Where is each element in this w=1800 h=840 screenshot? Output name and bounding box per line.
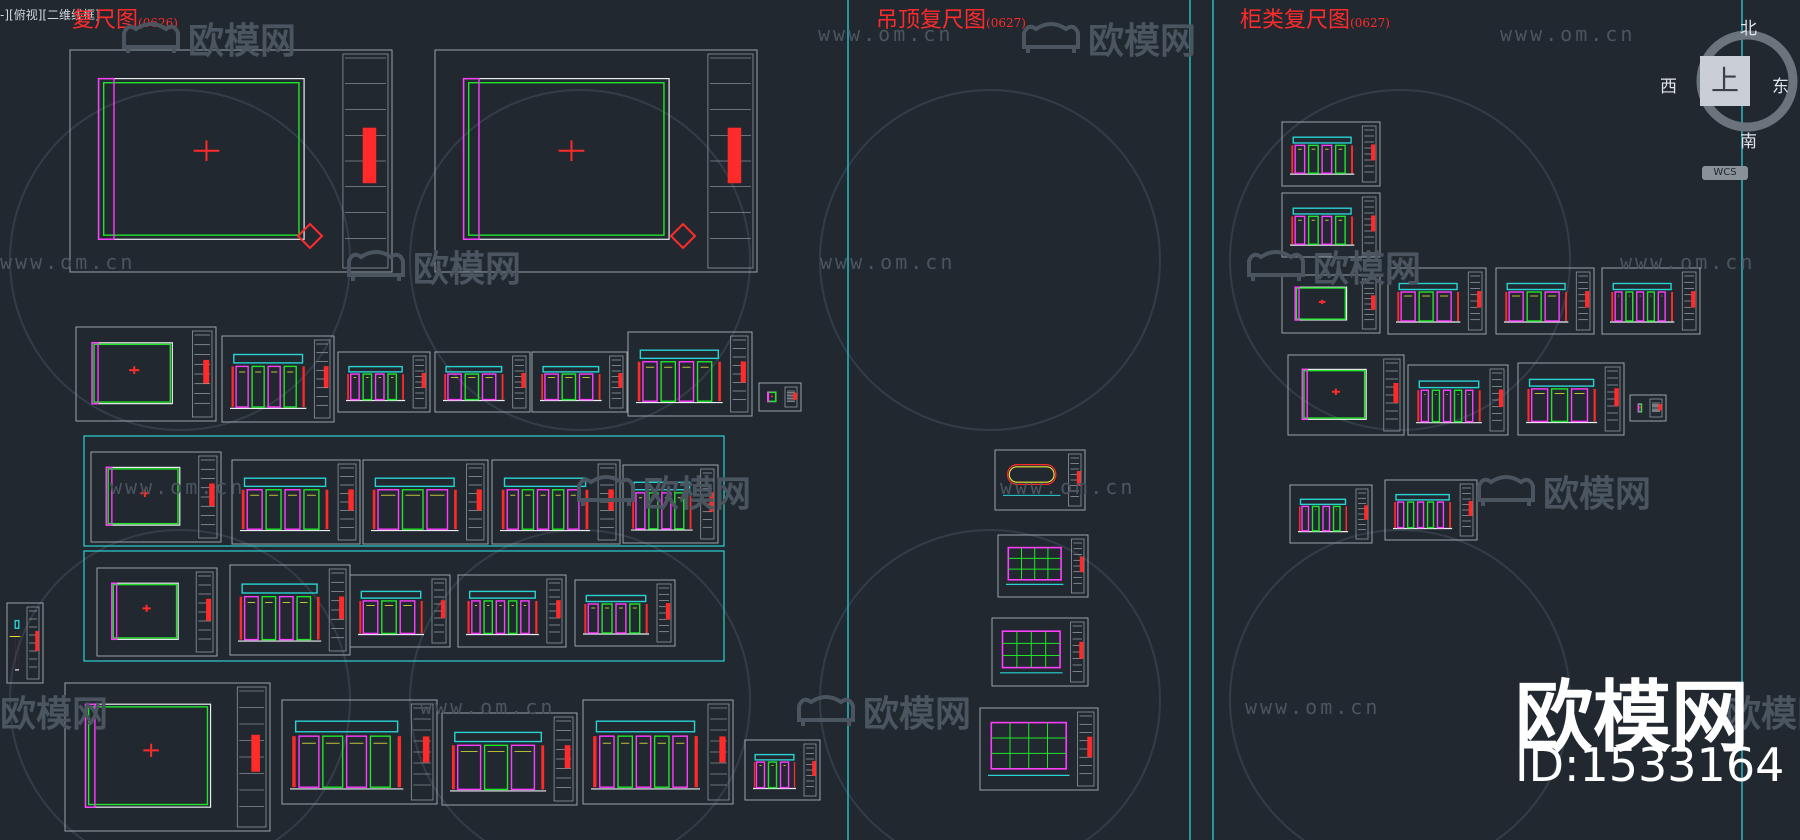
table-symbol [296, 222, 324, 250]
drawing-sheet [281, 699, 438, 805]
watermark-brand-text: 欧模网 [863, 694, 972, 735]
sofa-logo-icon [1247, 250, 1305, 281]
drawing-sheet [1281, 274, 1381, 334]
watermark-brand: 欧模网 [1725, 685, 1800, 737]
watermark-brand: 欧模网 [1245, 240, 1421, 292]
sofa-logo-icon [1477, 475, 1535, 506]
watermark-url: www.om.cn [1620, 250, 1756, 274]
drawing-sheet [1287, 354, 1405, 436]
drawing-sheet [1629, 394, 1667, 422]
sofa-logo-icon [1022, 22, 1080, 53]
watermark-brand-text: 欧模网 [643, 474, 752, 515]
drawing-sheet [75, 326, 217, 422]
drawing-sheet [1517, 362, 1625, 436]
drawing-sheet [758, 382, 802, 412]
sofa-logo-icon [577, 475, 635, 506]
drawing-sheet [441, 712, 578, 806]
compass-south[interactable]: 南 [1740, 132, 1757, 152]
drawing-sheet [457, 574, 567, 648]
drawing-sheet [221, 335, 335, 423]
drawing-sheet [362, 459, 489, 545]
view-cube-top-face[interactable]: 上 [1700, 56, 1750, 106]
watermark-url: www.om.cn [1500, 22, 1636, 46]
sofa-logo-icon [347, 250, 405, 281]
watermark-url: www.om.cn [0, 250, 136, 274]
drawing-sheet [1495, 267, 1595, 335]
brand-logo-text: 欧模网 [1515, 673, 1750, 763]
drawing-sheet [531, 351, 628, 413]
watermark-brand: 欧模网 [345, 240, 521, 292]
drawing-sheet [69, 49, 393, 273]
viewport-controls-label[interactable]: -][俯视][二维线框] [0, 8, 100, 22]
drawing-sheet [582, 699, 734, 805]
group-frame [83, 435, 725, 547]
watermark-brand-text: 欧模网 [1725, 694, 1800, 735]
section-title-ceiling: 吊顶复尺图(0627) [876, 2, 1026, 34]
compass-north[interactable]: 北 [1740, 19, 1757, 39]
drawing-sheet [64, 682, 271, 832]
model-id-text: ID:1533164 [1515, 738, 1785, 792]
drawing-sheet [744, 739, 821, 801]
watermark-brand-text: 欧模网 [188, 21, 297, 62]
section-title-text: 吊顶复尺图 [876, 8, 987, 33]
drawing-sheet [1387, 267, 1487, 335]
watermark-url: www.om.cn [110, 475, 246, 499]
section-title-code: (0627) [986, 16, 1026, 30]
group-frame [83, 550, 725, 662]
watermark-brand-text: 欧模网 [1543, 474, 1652, 515]
watermark-brand: 欧模网 [0, 685, 108, 737]
drawing-sheet [979, 707, 1099, 791]
table-symbol [669, 222, 697, 250]
watermark-arcs [9, 89, 1571, 840]
watermark-brand: 欧模网 [795, 685, 971, 737]
drawing-sheet [1281, 121, 1381, 187]
section-title-code: (0627) [1350, 16, 1390, 30]
drawing-sheet [994, 449, 1086, 511]
watermark-brand: 欧模网 [575, 465, 751, 517]
compass-west[interactable]: 西 [1660, 77, 1677, 97]
section-title-cabinet: 柜类复尺图(0627) [1240, 2, 1390, 34]
drawing-sheet [1407, 364, 1509, 436]
watermark-brand: 欧模网 [1020, 12, 1196, 64]
sofa-logo-icon [122, 22, 180, 53]
drawing-sheet [627, 331, 753, 417]
watermark-url: www.om.cn [1245, 695, 1381, 719]
watermark-brand-text: 欧模网 [1313, 249, 1422, 290]
watermark-brand-text: 欧模网 [413, 249, 522, 290]
drawing-sheet [337, 351, 431, 413]
watermark-url: www.om.cn [420, 695, 556, 719]
drawing-sheet [349, 574, 451, 648]
section-title-text: 柜类复尺图 [1240, 8, 1351, 33]
compass-east[interactable]: 东 [1772, 77, 1789, 97]
watermark-brand: 欧模网 [1475, 465, 1651, 517]
drawing-sheet [1281, 192, 1381, 258]
drawing-sheet [434, 351, 531, 413]
watermark-url: www.om.cn [1000, 475, 1136, 499]
drawing-sheet [90, 451, 222, 543]
drawing-sheet [574, 579, 676, 647]
watermark-brand-text: 欧模网 [1088, 21, 1197, 62]
drawing-sheet [229, 564, 351, 656]
drawing-sheet [491, 459, 621, 545]
drawing-sheet [622, 464, 719, 544]
drawing-sheet [1289, 484, 1373, 544]
drawing-sheets [6, 49, 1701, 832]
drawing-sheet [434, 49, 758, 273]
drawing-sheet [997, 534, 1089, 598]
wcs-menu-button[interactable]: WCS [1702, 166, 1748, 180]
watermark-url: www.om.cn [820, 250, 956, 274]
watermark-brand: 欧模网 [120, 12, 296, 64]
drawing-sheet [96, 567, 218, 657]
drawing-sheet [991, 617, 1089, 687]
drawing-sheet [231, 459, 361, 545]
drawing-sheet [1384, 479, 1478, 541]
view-cube[interactable]: 北 南 西 东 上 WCS [1660, 12, 1800, 182]
drawing-sheet [6, 602, 44, 684]
drawing-sheet [1601, 267, 1701, 335]
watermark-url: www.om.cn [818, 22, 954, 46]
sofa-logo-icon [797, 695, 855, 726]
watermark-brand-text: 欧模网 [0, 694, 109, 735]
